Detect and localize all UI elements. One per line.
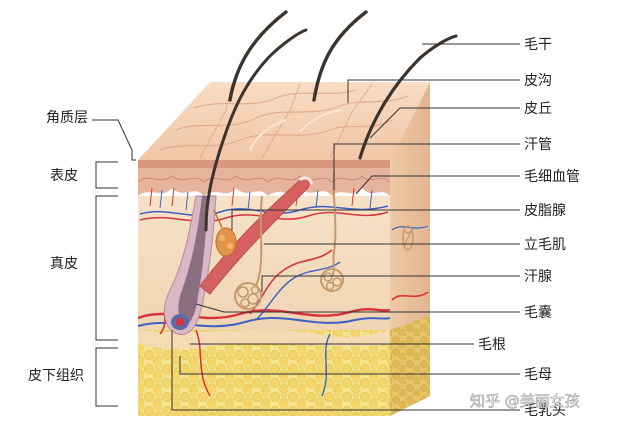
leader-lines-right (171, 43, 520, 411)
labels-left: 角质层 表皮 真皮 皮下组织 (28, 110, 88, 384)
epidermis-front (138, 160, 390, 196)
label-mao-nang: 毛囊 (524, 304, 552, 321)
hair-shafts (204, 10, 458, 232)
label-mao-gen: 毛根 (478, 337, 506, 353)
label-pi-gou: 皮沟 (524, 73, 552, 89)
block-right-face (390, 82, 430, 416)
label-mao-xi-xue-guan: 毛细血管 (524, 169, 580, 185)
label-pi-xia-zu-zhi: 皮下组织 (28, 368, 84, 384)
sebaceous-gland (213, 209, 237, 257)
label-han-xian: 汗腺 (524, 269, 552, 285)
label-jiao-zhi-ceng: 角质层 (46, 110, 88, 126)
label-biao-pi: 表皮 (50, 168, 78, 184)
label-han-guan: 汗管 (524, 137, 552, 153)
label-zhen-pi: 真皮 (50, 256, 78, 272)
label-mao-ru-tou: 毛乳头 (524, 403, 566, 419)
subcutaneous-fat (138, 330, 390, 416)
skin-surface (138, 82, 430, 160)
sweat-glands (234, 171, 344, 310)
watermark: 知乎 @美丽女孩 (470, 392, 580, 410)
labels-right: 毛干 皮沟 皮丘 汗管 毛细血管 皮脂腺 立毛肌 汗腺 毛囊 毛根 毛母 毛乳头 (478, 37, 580, 419)
label-pi-qiu: 皮丘 (524, 101, 552, 117)
label-mao-mu: 毛母 (524, 367, 552, 383)
left-brackets (92, 119, 136, 407)
label-mao-gan: 毛干 (524, 37, 552, 53)
side-sweat-gland (402, 225, 414, 251)
arrector-pili-muscle (199, 178, 310, 295)
hair-follicle (163, 195, 217, 335)
label-pi-zhi-xian: 皮脂腺 (524, 203, 566, 219)
label-li-mao-ji: 立毛肌 (524, 237, 566, 253)
